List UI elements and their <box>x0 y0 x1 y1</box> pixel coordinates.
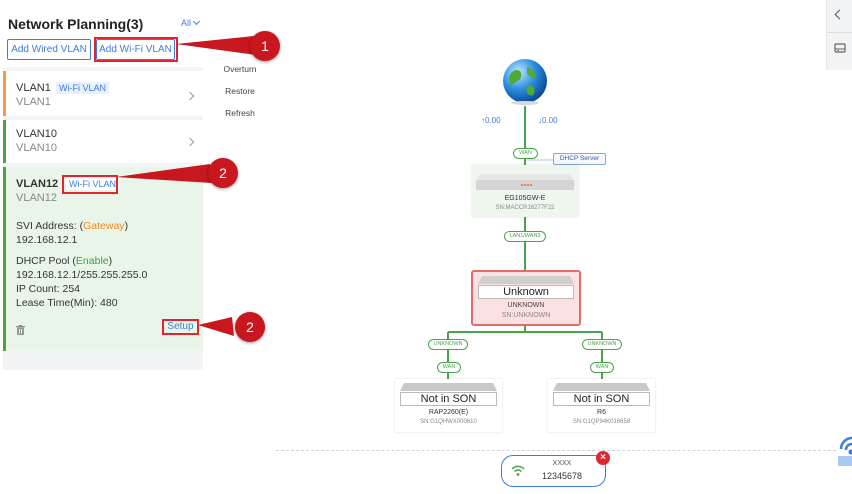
overturn-button[interactable]: Overturn <box>223 64 257 74</box>
gateway-device-card[interactable]: EG105GW-E SN:MACCR16277F22 <box>472 165 578 217</box>
upload-rate: ↑0.00 <box>481 116 501 125</box>
access-point-icon <box>553 383 650 391</box>
internet-globe-icon <box>503 59 547 105</box>
device-list-icon[interactable] <box>834 42 846 54</box>
vlan-name: VLAN10 <box>16 128 57 140</box>
ip-count: IP Count: 254 <box>16 283 81 295</box>
divider-line <box>276 450 836 451</box>
callout-2b: 2 <box>235 312 265 342</box>
unknown-sn: SN:UNKNOWN <box>501 312 551 319</box>
callout-2a: 2 <box>208 158 238 188</box>
child-status: Not in SON <box>400 392 497 406</box>
wifi-password: 12345678 <box>541 471 583 481</box>
wifi-status-icon <box>838 436 852 466</box>
right-toolbar <box>826 0 852 70</box>
child-model: R6 <box>597 409 606 416</box>
child-device-card-2[interactable]: Not in SON R6 SN:G1QP94K016658 <box>548 379 655 432</box>
child-sn: SN:G1QP94K016658 <box>572 419 631 425</box>
vlan-subname: VLAN1 <box>16 96 51 108</box>
filter-label: All <box>180 18 191 28</box>
vlan-card-vlan12[interactable]: VLAN12 Wi-Fi VLAN VLAN12 SVI Address: (G… <box>3 167 203 351</box>
divider <box>827 32 852 33</box>
wifi-info-popup[interactable]: XXXX 12345678 <box>501 455 606 487</box>
callout-1: 1 <box>250 31 280 61</box>
gateway-model: EG105GW-E <box>504 195 546 202</box>
child-uplink-label: WAN <box>590 362 614 373</box>
child-device-card-1[interactable]: Not in SON RAP2260(E) SN:G1QHWX000610 <box>395 379 502 432</box>
refresh-button[interactable]: Refresh <box>225 108 255 118</box>
vlan-name: VLAN1 <box>16 82 51 94</box>
child-port-label: UNKNOWN <box>582 339 622 350</box>
dhcp-pool: DHCP Pool (Enable) <box>16 255 113 267</box>
vlan-subname: VLAN12 <box>16 192 57 204</box>
switch-device-icon <box>478 276 574 284</box>
wifi-ssid: XXXX <box>552 460 572 467</box>
wifi-vlan-tag: Wi-Fi VLAN <box>56 82 109 94</box>
trash-icon[interactable] <box>16 325 25 335</box>
vlan-card-vlan1[interactable]: VLAN1 Wi-Fi VLAN VLAN1 <box>3 71 203 116</box>
access-point-icon <box>400 383 497 391</box>
close-icon[interactable]: × <box>596 451 610 465</box>
unknown-model: UNKNOWN <box>507 302 545 309</box>
topology-menu: Overturn Restore Refresh <box>219 56 261 122</box>
unknown-title: Unknown <box>478 285 574 299</box>
highlight-wifi-tag <box>62 175 118 194</box>
vlan-name: VLAN12 <box>16 178 59 190</box>
filter-dropdown[interactable]: All <box>180 17 201 28</box>
network-planning-panel: Network Planning(3) All Add Wired VLAN A… <box>3 5 203 370</box>
lease-time: Lease Time(Min): 480 <box>16 297 118 309</box>
dhcp-server-tag: DHCP Server <box>553 153 606 165</box>
restore-button[interactable]: Restore <box>225 86 255 96</box>
wifi-vlan-tag: Wi-Fi VLAN <box>66 178 119 190</box>
dhcp-range: 192.168.12.1/255.255.255.0 <box>16 269 148 281</box>
panel-title: Network Planning(3) <box>8 16 144 32</box>
vlan-card-vlan10[interactable]: VLAN10 VLAN10 <box>3 120 203 163</box>
child-sn: SN:G1QHWX000610 <box>420 419 477 425</box>
child-model: RAP2260(E) <box>428 409 469 416</box>
svi-ip: 192.168.12.1 <box>16 234 78 246</box>
child-port-label: UNKNOWN <box>428 339 468 350</box>
wifi-icon <box>511 465 525 476</box>
download-rate: ↓0.00 <box>538 116 558 125</box>
svi-address: SVI Address: (Gateway) <box>16 220 129 232</box>
add-wired-vlan-button[interactable]: Add Wired VLAN <box>7 39 91 60</box>
panel-header: Network Planning(3) All Add Wired VLAN A… <box>3 5 203 67</box>
unknown-device-card[interactable]: Unknown UNKNOWN SN:UNKNOWN <box>471 270 581 326</box>
wan-port-label: WAN <box>513 148 538 159</box>
gateway-sn: SN:MACCR16277F22 <box>495 205 555 211</box>
lan-port-label: LAN1/WAN3 <box>504 231 546 242</box>
router-device-icon <box>476 174 574 190</box>
add-wifi-vlan-button[interactable]: Add Wi-Fi VLAN <box>96 39 175 60</box>
vlan-subname: VLAN10 <box>16 142 57 154</box>
child-uplink-label: WAN <box>437 362 461 373</box>
child-status: Not in SON <box>553 392 650 406</box>
